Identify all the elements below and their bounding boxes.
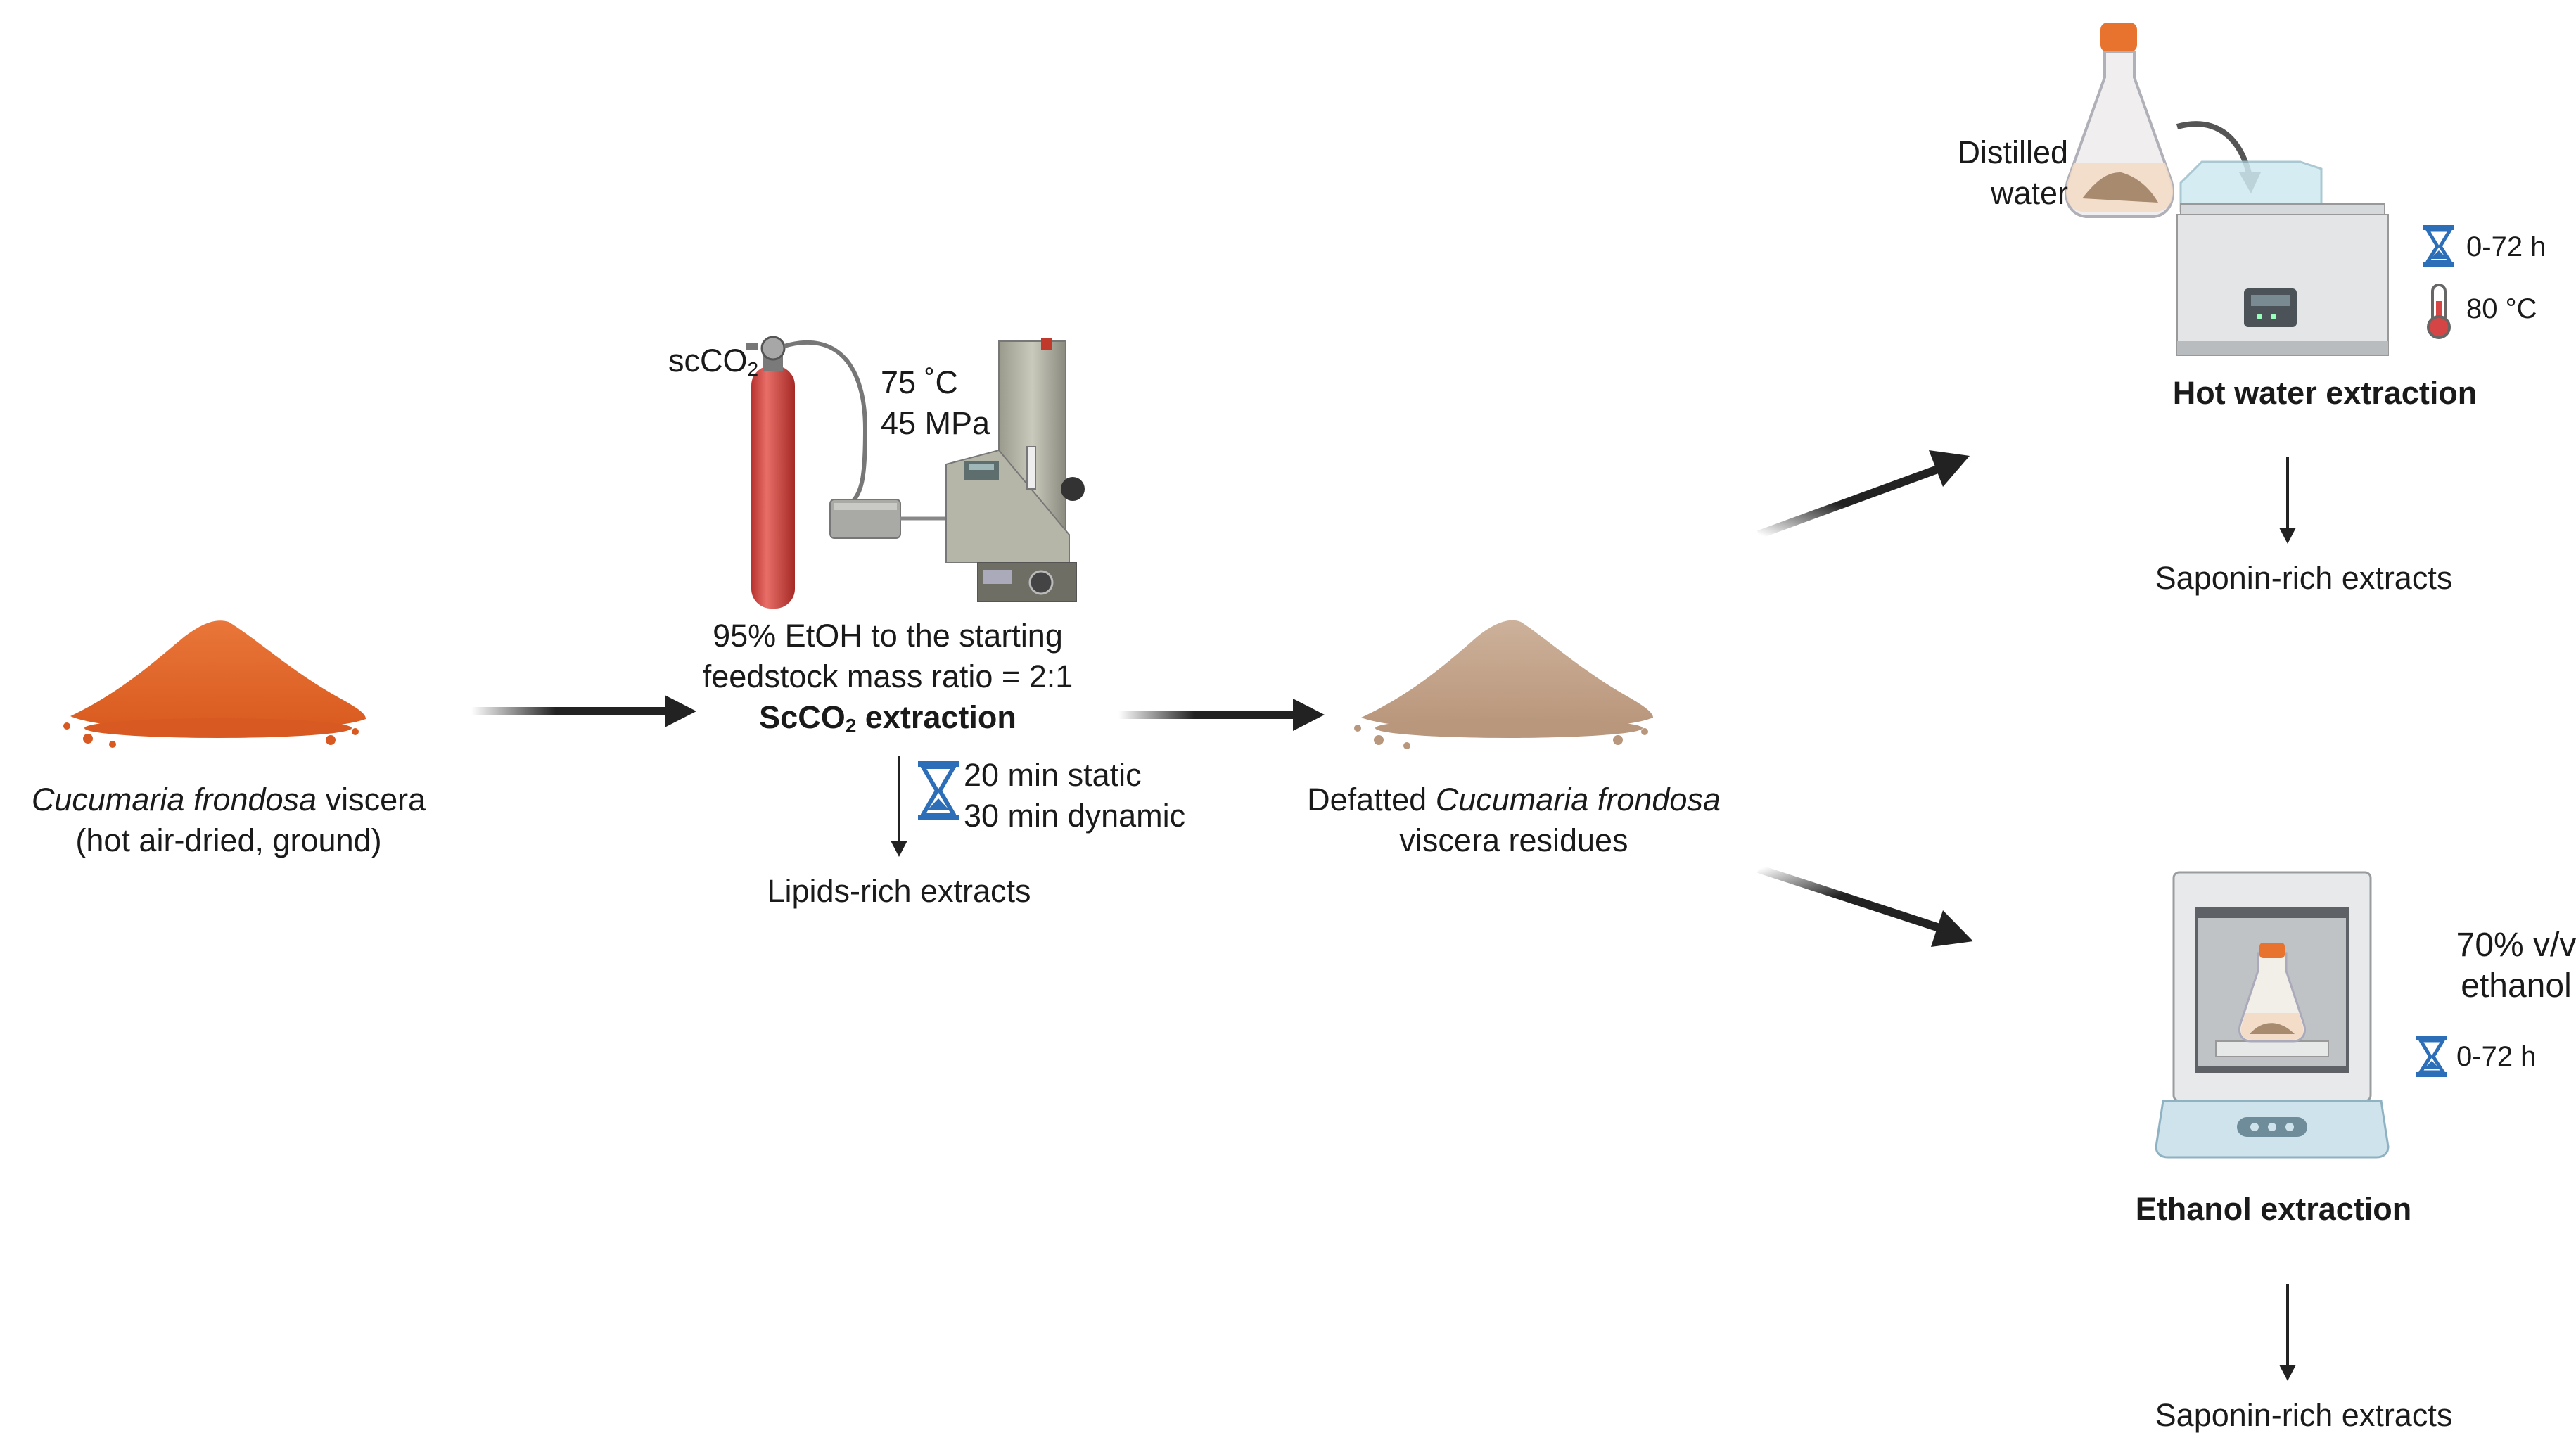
scco2-title: ScCO2 extraction: [703, 697, 1073, 738]
sfe-instrument-icon: [829, 338, 1085, 602]
solvent-line1: Distilled: [1957, 134, 2068, 170]
arrow-raw-to-scco2: [471, 695, 696, 727]
hourglass-icon-hot-water: [2423, 225, 2454, 267]
raw-powder-pile-icon: [63, 620, 366, 748]
residue-line2: viscera residues: [1399, 822, 1628, 858]
residue-label: Defatted Cucumaria frondosa viscera resi…: [1307, 779, 1721, 861]
residue-prefix: Defatted: [1307, 782, 1436, 817]
hourglass-icon-scco2: [918, 761, 959, 820]
hourglass-icon-ethanol: [2416, 1036, 2447, 1077]
arrow-ethanol-to-saponin: [2279, 1284, 2296, 1381]
hot-water-temperature: 80 °C: [2466, 293, 2537, 324]
water-bath-icon: [2176, 160, 2389, 356]
incubator-shaker-icon: [2155, 871, 2390, 1159]
gas-sub: 2: [747, 358, 759, 380]
ethanol-line2: ethanol: [2461, 967, 2572, 1005]
thermometer-icon: [2427, 284, 2451, 339]
ethanol-line1: 70% v/v: [2456, 926, 2576, 964]
arrow-scco2-to-residue: [1118, 699, 1325, 731]
defatted-powder-pile-icon: [1354, 620, 1653, 749]
cosolvent-line1: 95% EtOH to the starting: [713, 618, 1063, 654]
arrow-residue-to-ethanol: [1757, 865, 1973, 947]
lipids-output: Lipids-rich extracts: [767, 873, 1031, 909]
arrow-scco2-to-lipids: [891, 756, 907, 857]
title-suffix: extraction: [856, 699, 1016, 735]
arrow-hot-water-to-saponin: [2279, 457, 2296, 544]
raw-processing: (hot air-dried, ground): [75, 822, 382, 858]
scco2-time-static: 20 min static: [964, 757, 1142, 793]
raw-species: Cucumaria frondosa: [31, 782, 317, 817]
flask-icon: [2065, 23, 2174, 218]
gas-prefix: scCO: [668, 343, 748, 378]
hot-water-time: 0-72 h: [2466, 231, 2546, 262]
arrow-residue-to-hot-water: [1756, 450, 1970, 539]
ethanol-title: Ethanol extraction: [2135, 1191, 2412, 1227]
title-prefix: ScCO: [759, 699, 846, 735]
raw-material-label: Cucumaria frondosa viscera (hot air-drie…: [32, 779, 426, 861]
scco2-temperature: 75 ˚C: [881, 364, 959, 400]
solvent-line2: water: [1990, 175, 2068, 211]
scco2-pressure: 45 MPa: [881, 405, 990, 441]
hot-water-title: Hot water extraction: [2172, 375, 2478, 411]
title-sub: 2: [845, 715, 857, 737]
hot-water-solvent: Distilled water: [1941, 132, 2068, 214]
ethanol-output: Saponin-rich extracts: [2155, 1397, 2453, 1433]
ethanol-time: 0-72 h: [2456, 1041, 2537, 1072]
scco2-gas-label: scCO2: [668, 340, 758, 381]
cosolvent-line2: feedstock mass ratio = 2:1: [702, 658, 1073, 694]
scco2-conditions: 95% EtOH to the starting feedstock mass …: [703, 616, 1073, 738]
hot-water-output: Saponin-rich extracts: [2155, 560, 2453, 596]
scco2-time-dynamic: 30 min dynamic: [964, 798, 1186, 834]
ethanol-solvent: 70% v/v ethanol: [2456, 925, 2576, 1007]
residue-species: Cucumaria frondosa: [1435, 782, 1721, 817]
gas-cylinder-icon: [746, 336, 868, 609]
raw-suffix: viscera: [317, 782, 426, 817]
